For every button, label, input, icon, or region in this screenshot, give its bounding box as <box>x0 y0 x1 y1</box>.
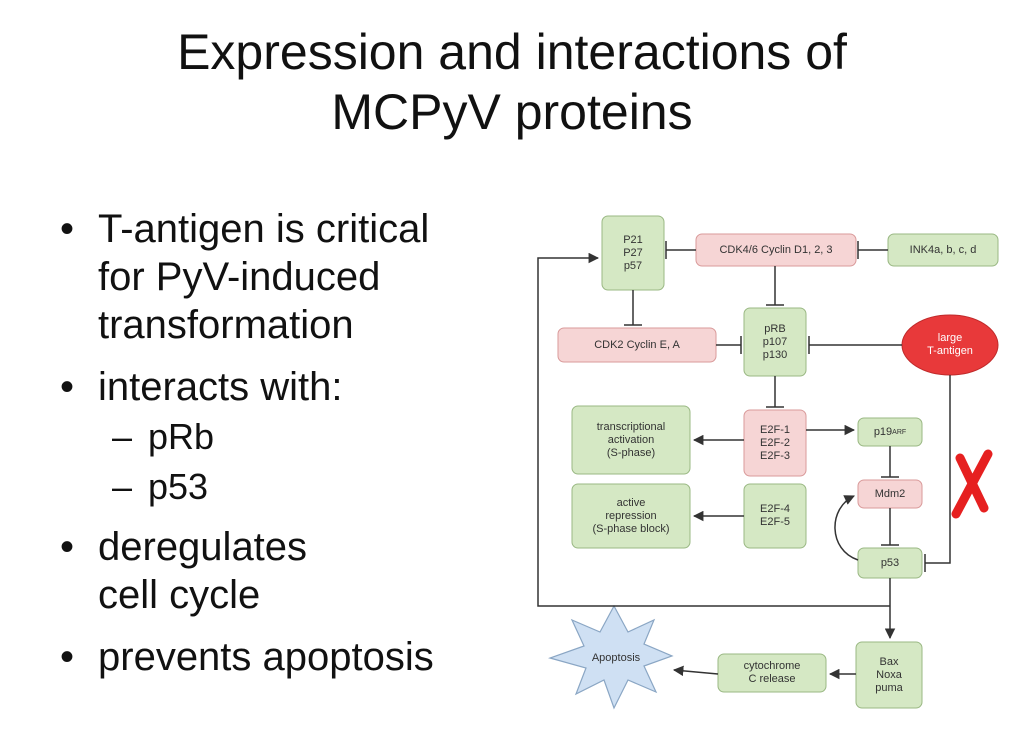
bullet-text: cell cycle <box>98 573 261 617</box>
node-transcr-label: transcriptional activation (S-phase) <box>596 420 666 459</box>
node-cdk2-label: CDK2 Cyclin E, A <box>594 338 680 351</box>
node-e2f13-label: E2F-1 E2F-2 E2F-3 <box>760 423 790 462</box>
node-cdk46-label: CDK4/6 Cyclin D1, 2, 3 <box>719 243 833 256</box>
node-transcr-box <box>571 405 691 475</box>
bullet-item: • interacts with: <box>52 363 522 411</box>
title-line-2: MCPyV proteins <box>331 84 693 140</box>
node-prb-label: pRB p107 p130 <box>762 322 788 361</box>
node-apoptosis-burst <box>548 604 674 710</box>
bullet-text: prevents apoptosis <box>98 635 434 679</box>
bullet-item: • T-antigen is critical for PyV-induced … <box>52 205 522 349</box>
pathway-diagram-graphic <box>537 215 999 710</box>
node-apoptosis-label: Apoptosis <box>591 651 641 664</box>
node-e2f13-box <box>743 409 807 477</box>
bullet-text: transformation <box>98 303 354 347</box>
node-mdm2-label: Mdm2 <box>874 487 906 500</box>
sub-bullet-item: – pRb <box>52 415 522 459</box>
slide-title: Expression and interactions of MCPyV pro… <box>0 22 1024 142</box>
bullet-dot-icon: • <box>60 525 75 569</box>
sub-bullet-text: p53 <box>148 466 209 507</box>
blocked-x-icon <box>951 449 993 519</box>
edge-p53-to-mdm2-feedback <box>834 495 859 561</box>
edge-cyto-to-apoptosis <box>672 665 719 677</box>
pathway-diagram: P21 P27 p57 CDK4/6 Cyclin D1, 2, 3 INK4a… <box>528 208 1008 716</box>
bullet-text: deregulates <box>98 525 308 569</box>
node-tantigen-label: large T-antigen <box>927 332 973 357</box>
dash-icon: – <box>112 466 133 507</box>
bullet-text: for PyV-induced <box>98 255 381 299</box>
bullet-item: • deregulates cell cycle <box>52 523 522 619</box>
node-p19-text: p19 <box>873 425 893 438</box>
edge-p53-to-p21-loop <box>537 252 890 607</box>
bullet-dot-icon: • <box>60 635 75 679</box>
edge-tantigen-inhibits-p53 <box>925 375 951 564</box>
node-cyto-label: cytochrome C release <box>743 660 801 685</box>
bullet-dot-icon: • <box>60 365 75 409</box>
node-active-label: active repression (S-phase block) <box>592 496 670 535</box>
node-bax-label: Bax Noxa puma <box>875 655 903 694</box>
node-e2f45-label: E2F-4 E2F-5 <box>760 503 790 528</box>
bullet-dot-icon: • <box>60 207 75 251</box>
bullet-text: T-antigen is critical <box>98 207 430 251</box>
node-p19-superscript: ARF <box>892 428 907 436</box>
dash-icon: – <box>112 416 133 457</box>
node-cyto-box <box>717 653 827 693</box>
bullet-text: interacts with: <box>98 365 343 409</box>
node-active-box <box>571 483 691 549</box>
node-p53-label: p53 <box>880 556 900 569</box>
bullet-item: • prevents apoptosis <box>52 633 522 681</box>
node-ink4-label: INK4a, b, c, d <box>909 243 977 256</box>
node-bax-box <box>855 641 923 709</box>
node-p21-label: P21 P27 p57 <box>623 233 643 272</box>
sub-bullet-item: – p53 <box>52 465 522 509</box>
title-line-1: Expression and interactions of <box>177 24 847 80</box>
sub-bullet-text: pRb <box>148 416 215 457</box>
bullet-list: • T-antigen is critical for PyV-induced … <box>52 205 522 695</box>
